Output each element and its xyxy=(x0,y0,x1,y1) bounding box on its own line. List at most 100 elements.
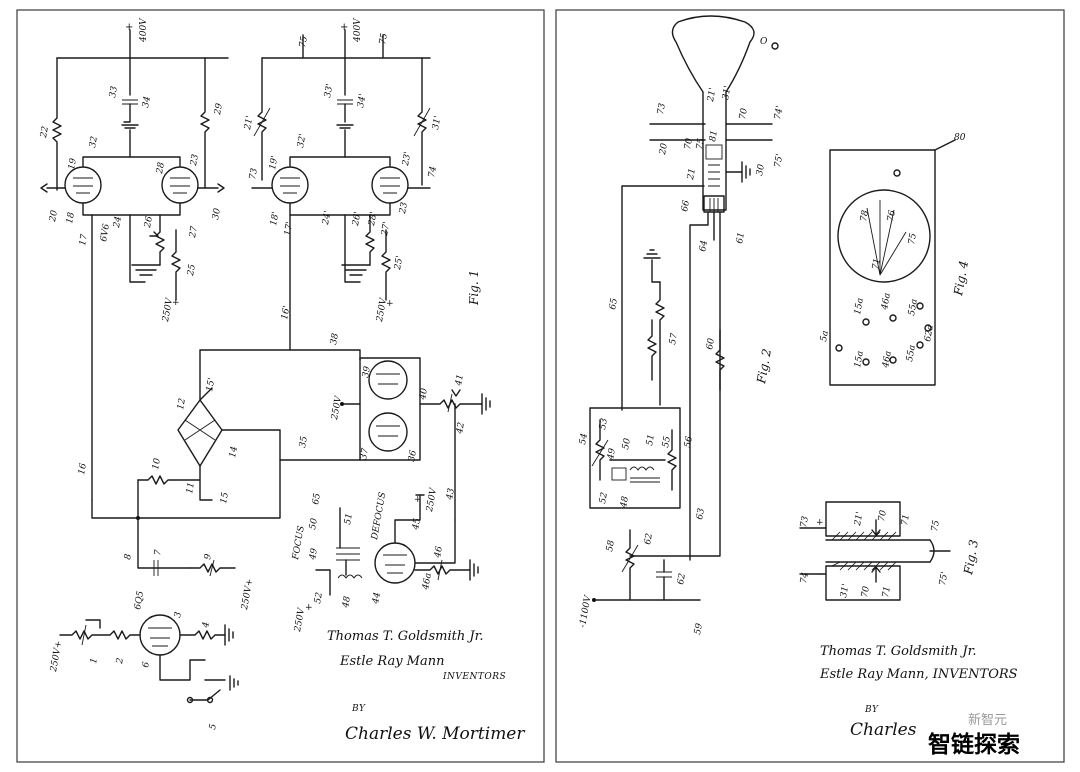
label-51: 51 xyxy=(343,513,355,526)
label-19p: 19' xyxy=(268,155,280,170)
label-70-f3: 70 xyxy=(877,509,889,522)
label-48: 48 xyxy=(341,595,353,609)
label-75p-f2: 75' xyxy=(773,153,785,168)
label-22: 22 xyxy=(39,125,51,139)
label-3: 3 xyxy=(173,611,184,619)
fig-1-circuit: 400V + 33 34 22 29 32 19 28 23 20 30 18 xyxy=(39,17,525,744)
label-26: 26 xyxy=(143,215,155,229)
supply-400v-left: 400V xyxy=(139,17,149,43)
supply-400v-right: 400V xyxy=(353,17,363,43)
label-31p-f2: 31' xyxy=(721,85,733,100)
label-46a-f4: 46a xyxy=(880,292,893,311)
fig-4-screen xyxy=(837,189,931,283)
svg-text:+: + xyxy=(172,298,180,308)
svg-text:+: + xyxy=(340,22,348,33)
by-label-1: BY xyxy=(351,704,366,714)
label-45: 45 xyxy=(411,517,423,531)
label-65-f2: 65 xyxy=(608,297,620,310)
label-19: 19 xyxy=(67,157,79,170)
attorney-signature-2: Charles xyxy=(850,720,917,740)
label-5: 5 xyxy=(208,723,219,731)
by-label-2: BY xyxy=(864,705,879,715)
label-71b-f3: 71 xyxy=(881,586,893,599)
fig-2-circuit: O 73 74' 21' 31' 70 20 70 81 75' 30 75 2… xyxy=(578,15,785,636)
sheet-2-frame xyxy=(555,9,1065,763)
svg-text:+: + xyxy=(305,603,313,613)
tube-6q5-label: 6Q5 xyxy=(133,590,146,611)
label-48-f2: 48 xyxy=(619,495,631,509)
label-61-f2: 61 xyxy=(735,232,747,245)
label-23p: 23' xyxy=(401,151,413,167)
label-62b-f2: 62 xyxy=(676,572,688,585)
label-18: 18 xyxy=(65,211,77,224)
label-33p: 33' xyxy=(323,83,335,98)
label-74-f3: 74 xyxy=(799,571,811,584)
label-65: 65 xyxy=(311,492,323,505)
label-24: 24 xyxy=(112,215,124,229)
label-250v-45: 250V xyxy=(425,486,439,514)
label-75-f4: 75 xyxy=(907,232,919,245)
label-55a-f4: 55a xyxy=(907,298,920,316)
label-31p: 31' xyxy=(431,115,443,130)
label-37: 37 xyxy=(359,447,371,460)
label-34: 34 xyxy=(141,95,153,108)
label-27p: 27' xyxy=(380,221,392,237)
label-30: 30 xyxy=(211,207,223,220)
label-2: 2 xyxy=(115,657,126,666)
label-78-f4: 78 xyxy=(859,209,871,222)
label-18p: 18' xyxy=(269,211,281,226)
label-4: 4 xyxy=(201,621,212,630)
label-30-f2: 30 xyxy=(755,163,767,176)
label-42: 42 xyxy=(455,421,467,435)
label-16p: 16' xyxy=(280,305,292,320)
label-75p-f3: 75' xyxy=(938,571,950,586)
label-15: 15 xyxy=(219,491,231,504)
label-52: 52 xyxy=(313,591,325,604)
label-57-f2: 57 xyxy=(668,332,680,345)
label-53-f2: 53 xyxy=(598,417,610,430)
label-80-f4: 80 xyxy=(954,133,966,143)
label-64-f2: 64 xyxy=(698,239,710,252)
fig-2-label: Fig. 2 xyxy=(754,348,774,386)
label-73: 73 xyxy=(248,167,260,180)
label-54-f2: 54 xyxy=(578,432,590,445)
label-40: 40 xyxy=(418,387,430,401)
label-20: 20 xyxy=(48,209,60,223)
label-32p: 32' xyxy=(296,133,308,148)
label-34p: 34' xyxy=(356,93,368,108)
fig-4-frame xyxy=(829,149,936,386)
label-21p: 21' xyxy=(243,115,255,131)
label-24p: 24' xyxy=(321,210,333,226)
label-8: 8 xyxy=(123,553,134,561)
label-62-f2: 62 xyxy=(643,532,655,545)
fig-3-section: 73 + 74 − 21' 70 71 75 31' 70 71 75' Fig… xyxy=(799,501,981,601)
label-76-f4: 76 xyxy=(886,209,898,222)
label-14: 14 xyxy=(228,445,240,458)
label-70-f2: 70 xyxy=(738,107,750,120)
label-15p: 15' xyxy=(205,377,217,392)
label-51-f2: 51 xyxy=(645,434,657,447)
label-73-f3: 73 xyxy=(799,515,811,528)
label-23b: 23 xyxy=(398,201,410,215)
inventors-label-1: INVENTORS xyxy=(442,672,506,682)
label-75-top-b: 75 xyxy=(378,32,390,45)
svg-text:+: + xyxy=(816,518,824,528)
label-73-f2: 73 xyxy=(656,102,668,115)
label-70b-f2: 70 xyxy=(683,137,695,150)
label-12: 12 xyxy=(176,397,188,410)
label-250v-left: 250V xyxy=(161,296,175,324)
label-o-crt: O xyxy=(760,37,768,47)
label-20-f2: 20 xyxy=(658,142,670,156)
label-15a-f4: 15a xyxy=(853,297,866,315)
label-21p-f3: 21' xyxy=(853,511,865,527)
label-5a-f4: 5a xyxy=(819,330,831,343)
label-43: 43 xyxy=(445,487,457,501)
signature-goldsmith-1: Thomas T. Goldsmith Jr. xyxy=(327,629,483,644)
label-36: 36 xyxy=(407,449,419,462)
label-21-f2: 21 xyxy=(686,168,698,182)
label-11: 11 xyxy=(185,482,197,495)
label-50: 50 xyxy=(308,517,320,530)
label-70b-f3: 70 xyxy=(860,585,872,598)
svg-text:−: − xyxy=(816,570,824,580)
